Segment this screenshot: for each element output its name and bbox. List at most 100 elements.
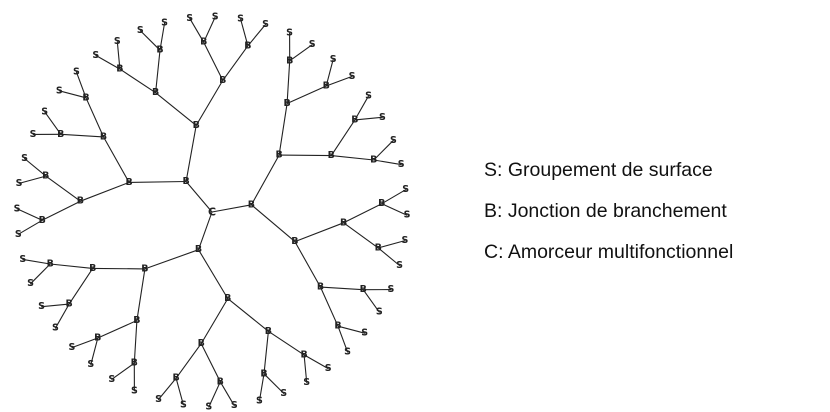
bond-line [159, 22, 166, 51]
bond-line [44, 111, 62, 135]
branch-junction-label: B [42, 171, 49, 182]
bond-line [85, 97, 105, 138]
core-initiator-label: C [208, 206, 216, 219]
bond-line [30, 263, 51, 285]
branch-junction-label: B [82, 92, 89, 103]
bond-line [303, 354, 329, 370]
bond-line [319, 286, 339, 327]
bond-line [54, 303, 70, 329]
bond-line [175, 377, 184, 406]
branch-junction-label: B [334, 321, 341, 332]
surface-group-label: S [330, 54, 337, 65]
bond-line [16, 208, 43, 221]
bond-line [97, 319, 138, 339]
bond-line [247, 23, 267, 47]
branch-junction-label: B [193, 120, 200, 131]
surface-group-label: S [108, 374, 115, 385]
surface-group-label: S [73, 66, 80, 77]
bond-line [68, 267, 94, 305]
surface-group-label: S [14, 203, 21, 214]
bond-line [343, 222, 379, 249]
bond-line [267, 330, 305, 356]
branch-junction-label: B [265, 326, 272, 337]
surface-group-label: S [365, 90, 372, 101]
surface-group-label: S [309, 39, 316, 50]
bond-line [354, 116, 383, 121]
surface-group-label: S [396, 260, 403, 271]
branch-junction-label: B [291, 236, 298, 247]
bond-line [377, 240, 406, 249]
branch-junction-label: B [340, 217, 347, 228]
bond-line [95, 54, 121, 70]
surface-group-label: S [114, 36, 121, 47]
branch-junction-label: B [125, 177, 132, 188]
bond-line [92, 267, 146, 270]
branch-junction-label: B [133, 315, 140, 326]
surface-group-label: S [401, 235, 408, 246]
bond-line [227, 298, 269, 332]
surface-group-label: S [56, 85, 63, 96]
bond-line [157, 377, 177, 401]
surface-group-label: S [205, 402, 212, 412]
bond-line [139, 30, 161, 51]
bond-line [354, 95, 370, 121]
branch-junction-label: B [317, 282, 324, 293]
branch-junction-label: B [39, 215, 46, 226]
bond-line [23, 157, 47, 177]
bond-line [325, 75, 353, 87]
surface-group-label: S [131, 385, 138, 396]
branch-junction-label: B [172, 373, 179, 384]
bond-line [203, 16, 216, 43]
branch-junction-label: B [182, 176, 189, 187]
bond-line [58, 90, 87, 99]
surface-group-label: S [376, 307, 383, 318]
branch-junction-label: B [378, 198, 385, 209]
bond-line [294, 222, 345, 243]
bond-line [45, 175, 81, 202]
branch-junction-label: B [286, 55, 293, 66]
surface-group-label: S [390, 135, 397, 146]
bond-line [185, 180, 213, 213]
legend-item-branch-junction: B: Jonction de branchement [484, 200, 727, 222]
bond-line [250, 204, 296, 243]
surface-group-label: S [286, 28, 293, 39]
surface-group-label: S [21, 153, 28, 164]
surface-group-label: S [186, 13, 193, 24]
bond-line [75, 71, 87, 99]
branch-junction-label: B [328, 150, 335, 161]
bond-line [197, 249, 229, 300]
surface-group-label: S [402, 184, 409, 195]
bond-lines [16, 16, 408, 408]
bond-line [373, 159, 402, 166]
bond-line [133, 319, 138, 364]
surface-group-label: S [212, 12, 219, 23]
branch-junction-label: B [260, 368, 267, 379]
branch-junction-label: B [131, 358, 138, 369]
bond-line [278, 102, 288, 156]
branch-junction-label: B [224, 293, 231, 304]
branch-junction-label: B [89, 263, 96, 274]
branch-junction-label: B [360, 284, 367, 295]
bond-line [303, 354, 308, 383]
bond-line [330, 119, 356, 157]
bond-line [22, 258, 51, 265]
bond-line [41, 303, 70, 308]
surface-group-label: S [349, 71, 356, 82]
bond-line [208, 381, 221, 408]
surface-group-label: S [87, 359, 94, 370]
surface-group-label: S [30, 129, 37, 140]
branch-junction-label: B [370, 155, 377, 166]
surface-group-label: S [280, 388, 287, 399]
bond-line [286, 60, 291, 105]
branch-junction-label: B [65, 299, 72, 310]
surface-group-label: S [404, 210, 411, 221]
surface-group-label: S [325, 363, 332, 374]
bond-line [222, 45, 249, 81]
bond-line [325, 58, 334, 87]
bond-line [155, 92, 197, 126]
bond-line [136, 268, 146, 322]
legend: S: Groupement de surface B: Jonction de … [484, 150, 733, 273]
bond-line [258, 373, 265, 402]
bond-line [362, 289, 380, 313]
